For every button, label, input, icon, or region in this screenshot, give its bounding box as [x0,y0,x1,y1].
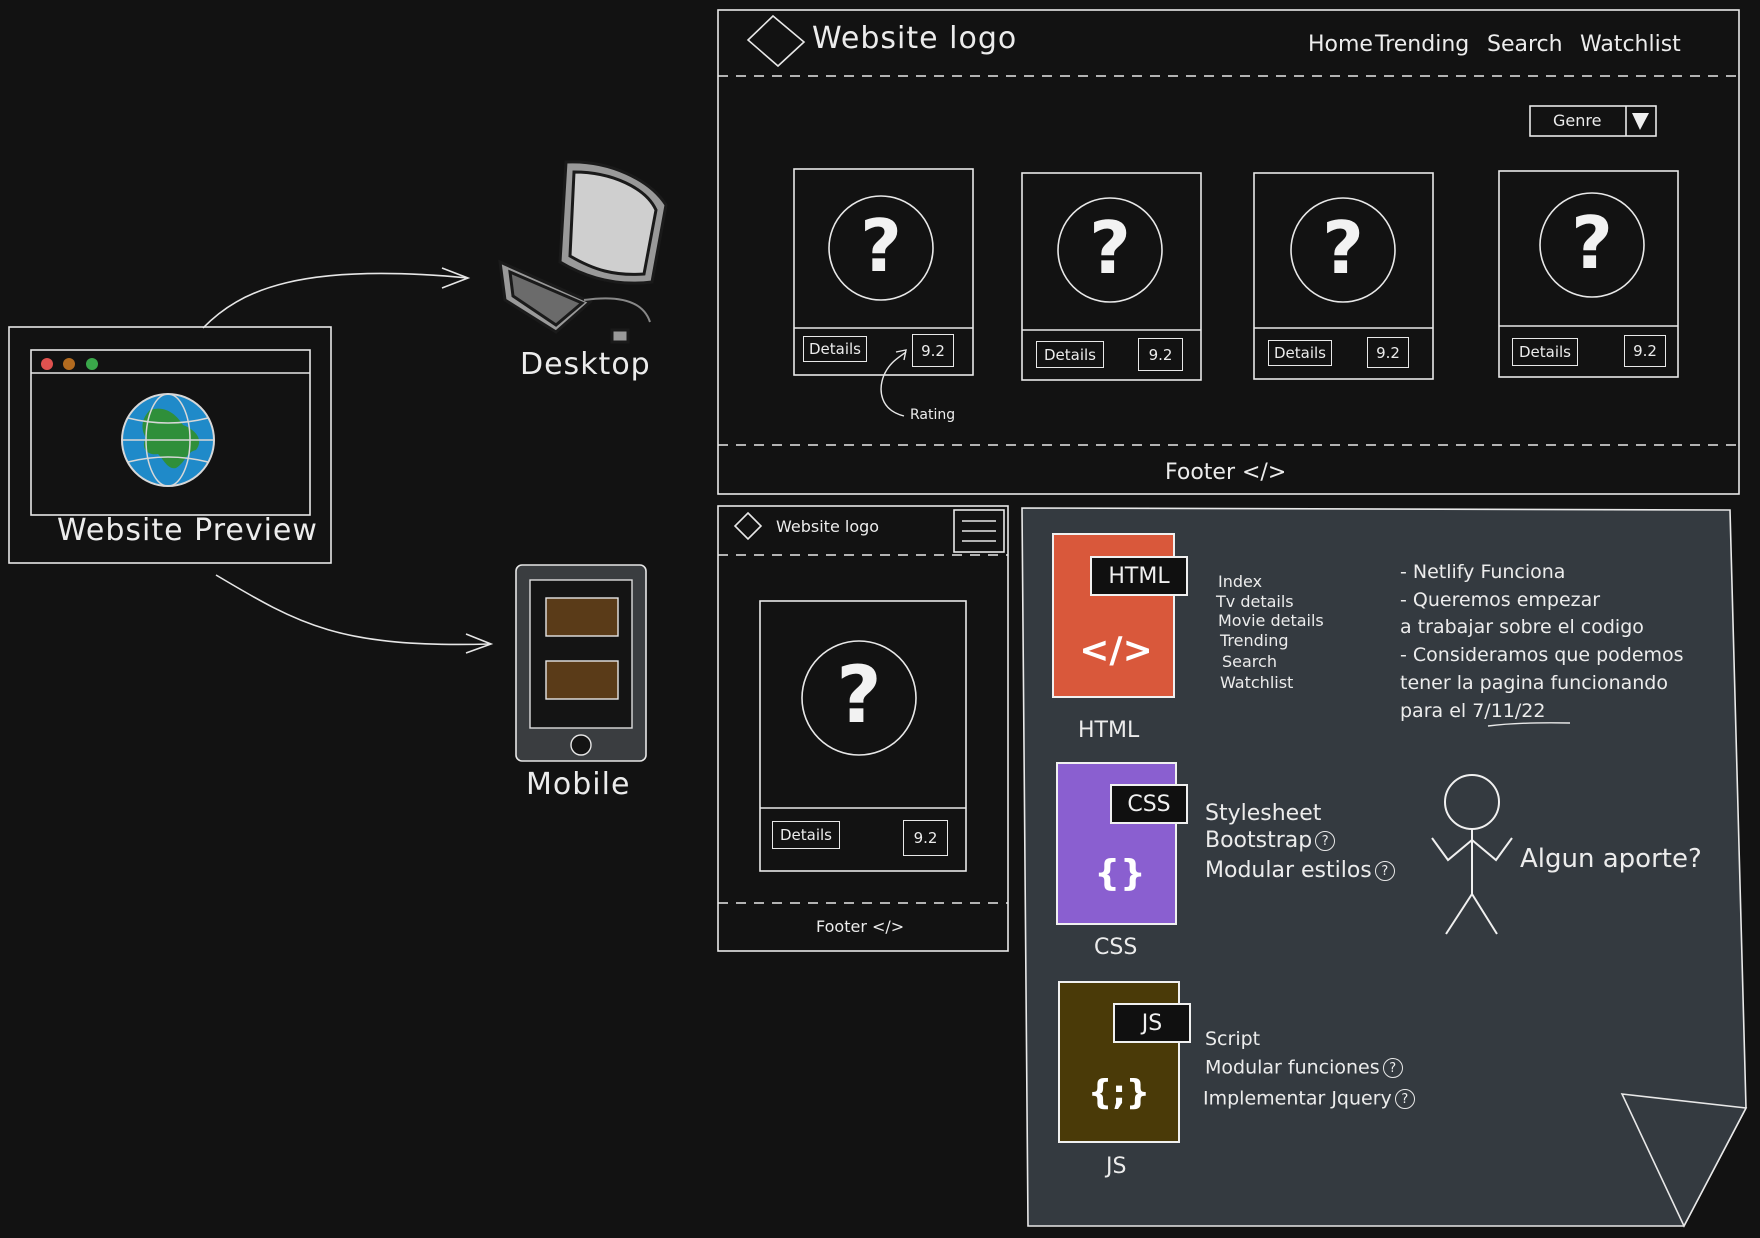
css-braces-icon: {} [1094,853,1146,894]
html-code-icon: </> [1079,630,1153,671]
desktop-footer: Footer </> [1165,460,1287,485]
stick-figure-icon [1431,774,1513,935]
html-tag: HTML [1090,556,1188,596]
html-item: Trending [1220,631,1289,650]
comment-line: tener la pagina funcionando [1400,672,1668,694]
mobile-label: Mobile [526,767,631,802]
poster-placeholder-icon: ? [1571,201,1613,285]
comment-line: - Netlify Funciona [1400,561,1566,583]
css-caption: CSS [1094,935,1138,960]
js-item: Script [1205,1028,1261,1050]
poster-placeholder-icon: ? [836,651,882,741]
rating-badge: 9.2 [1624,335,1666,367]
rating-annotation: Rating [910,407,956,423]
nav-search[interactable]: Search [1487,32,1563,57]
desktop-computer-icon [498,160,668,344]
rating-annotation-arrow [880,349,907,417]
mobile-footer: Footer </> [816,917,905,936]
poster-placeholder-icon: ? [1322,206,1364,290]
details-button[interactable]: Details [1036,341,1104,368]
website-preview-label: Website Preview [57,513,318,548]
arrow-to-desktop [202,267,471,329]
comment-line: a trabajar sobre el codigo [1400,616,1644,638]
rating-badge: 9.2 [903,820,948,856]
js-item: Implementar Jquery? [1203,1089,1415,1109]
desktop-logo-text[interactable]: Website logo [812,21,1018,56]
nav-watchlist[interactable]: Watchlist [1580,32,1681,57]
details-button[interactable]: Details [1268,340,1332,366]
desktop-wireframe-frame [717,9,1740,495]
comment-line: - Queremos empezar [1400,589,1601,611]
rating-badge: 9.2 [912,334,954,367]
question-text: Algun aporte? [1520,844,1702,874]
rating-badge: 9.2 [1367,337,1409,368]
genre-select[interactable]: Genre [1553,111,1602,130]
nav-home[interactable]: Home [1308,32,1373,57]
css-item: Modular estilos? [1205,860,1395,882]
help-icon: ? [1394,1089,1415,1109]
website-preview-frame [8,326,332,564]
chevron-down-icon [1632,113,1649,130]
html-item: Watchlist [1220,673,1294,692]
comment-line: para el 7/11/22 [1400,700,1546,722]
mobile-wireframe-frame [717,505,1009,952]
css-item: Bootstrap? [1205,830,1336,852]
css-item: Stylesheet [1205,801,1322,826]
css-tag: CSS [1110,784,1188,824]
js-braces-icon: {;} [1087,1073,1150,1113]
mobile-logo-text[interactable]: Website logo [776,517,880,536]
hamburger-menu-icon[interactable] [954,510,1004,552]
rating-badge: 9.2 [1138,338,1183,371]
mobile-phone-icon [515,564,647,762]
html-item: Tv details [1216,592,1294,611]
js-tag: JS [1113,1003,1191,1043]
poster-placeholder-icon: ? [1089,206,1131,290]
help-icon: ? [1315,831,1336,851]
js-caption: JS [1106,1154,1127,1179]
html-caption: HTML [1078,718,1140,743]
html-item: Movie details [1218,611,1324,630]
comment-line: - Consideramos que podemos [1400,644,1684,666]
globe-icon [121,393,215,487]
html-item: Search [1222,652,1277,671]
window-dots-icon [41,358,98,370]
poster-placeholder-icon: ? [860,204,902,288]
nav-trending[interactable]: Trending [1375,32,1470,57]
details-button[interactable]: Details [803,336,867,362]
js-item: Modular funciones? [1205,1058,1403,1078]
date-underline [1487,722,1571,727]
details-button[interactable]: Details [1512,338,1578,366]
desktop-cards [793,168,1679,381]
arrow-to-mobile [215,574,494,654]
help-icon: ? [1374,861,1395,881]
desktop-label: Desktop [520,347,651,382]
details-button[interactable]: Details [772,821,840,849]
html-item: Index [1218,572,1263,591]
help-icon: ? [1382,1058,1403,1078]
